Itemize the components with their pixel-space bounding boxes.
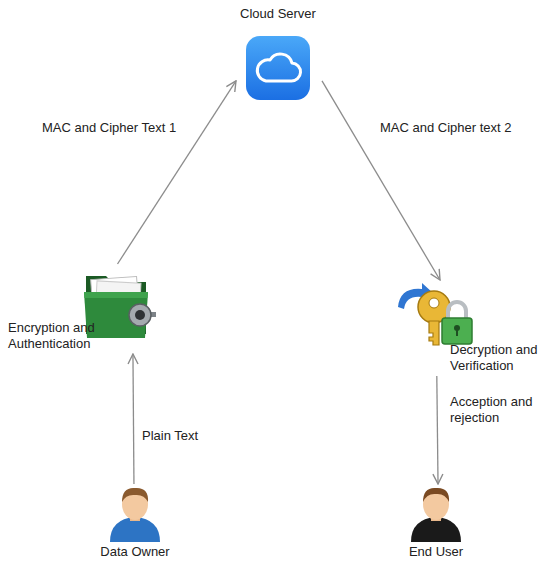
- edge-label: MAC and Cipher Text 1: [40, 120, 178, 136]
- node-label: Encryption and Authentication: [8, 320, 120, 352]
- person-icon: [411, 488, 461, 542]
- actor-node: Data Owner: [85, 484, 187, 562]
- process-node: Encryption and Authentication: [8, 264, 158, 354]
- edge-label: MAC and Cipher text 2: [378, 120, 514, 136]
- flow-arrow: [133, 354, 134, 484]
- folder-icon: [84, 276, 156, 338]
- edge-label: Acception and rejection: [448, 394, 544, 426]
- node-label: Cloud Server: [236, 6, 320, 22]
- edge-label-holder: MAC and Cipher Text 1: [40, 120, 178, 136]
- edge-label-holder: MAC and Cipher text 2: [378, 120, 514, 136]
- node-label: Decryption and Verification: [450, 342, 548, 374]
- edge-label-holder: Acception and rejection: [448, 394, 544, 426]
- edge-label-holder: Plain Text: [140, 428, 200, 444]
- server-node: Cloud Server: [236, 6, 322, 102]
- process-node: Decryption and Verification: [392, 280, 552, 376]
- flow-arrow: [322, 81, 440, 280]
- node-label: Data Owner: [85, 544, 185, 560]
- flow-arrow: [118, 81, 237, 264]
- flow-arrow: [437, 376, 438, 484]
- actor-node: End User: [386, 484, 488, 562]
- person-icon: [110, 488, 160, 542]
- edge-label: Plain Text: [140, 428, 200, 444]
- key-lock-icon: [398, 283, 472, 345]
- cloud-icon: [246, 36, 310, 100]
- node-label: End User: [386, 544, 486, 560]
